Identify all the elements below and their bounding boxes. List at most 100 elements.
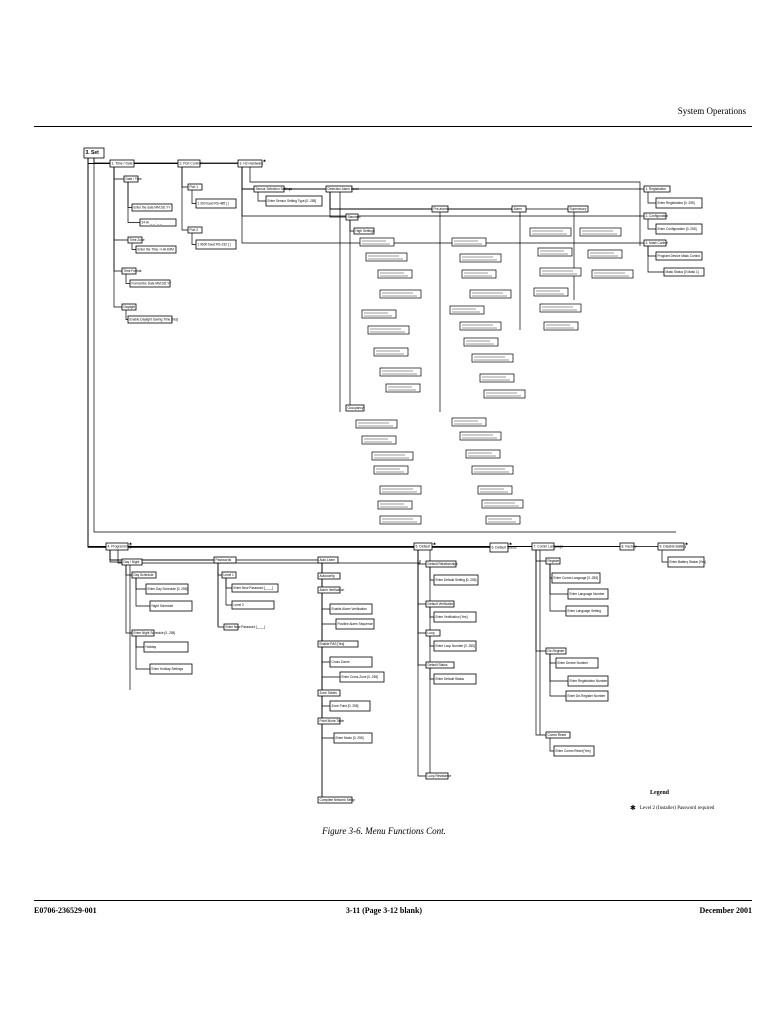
edge-alarmlvl-alarm	[329, 192, 512, 210]
detail-box	[471, 465, 514, 475]
footer-doc-number: E0706-236529-001	[34, 906, 97, 915]
menu-node-pwd3: Level 2	[231, 600, 275, 610]
edge-progreg-progreg1	[647, 192, 656, 204]
node-frame	[221, 571, 237, 579]
menu-node-cl3: Enter Language Number	[567, 588, 609, 600]
node-frame	[195, 239, 237, 250]
node-label: Default Relationships	[428, 562, 459, 566]
node-label: Enter Language Setting	[568, 609, 602, 613]
node-label: Alarm	[514, 207, 523, 211]
node-frame	[145, 583, 189, 595]
menu-node-cl4: Enter Language Setting	[565, 605, 609, 617]
node-label: Enter Language Number	[570, 592, 606, 596]
node-frame	[325, 185, 353, 193]
menu-node-allstd: Standard	[345, 213, 361, 221]
detail-box	[361, 309, 397, 319]
menu-node-autof: Cross Zones	[329, 656, 373, 668]
detail-box	[359, 237, 395, 247]
legend-item-label: Level 2 (Installer) Password required	[639, 805, 715, 811]
detail-box	[539, 303, 582, 313]
node-label: Cross Zones	[332, 660, 350, 664]
node-label: Enter Holiday Settings	[152, 667, 184, 671]
figure-caption: Figure 3-6. Menu Functions Cont.	[322, 826, 446, 836]
star-icon: ✱	[509, 542, 512, 546]
edge-cl1-cl4	[549, 564, 566, 612]
node-label: Enter Default Setting [0..255]	[436, 578, 477, 582]
node-label: Daylight	[124, 305, 136, 309]
node-frame	[565, 690, 609, 702]
detail-box	[451, 417, 487, 427]
node-frame	[329, 656, 373, 668]
edge-dayn-dayn4	[125, 565, 132, 634]
detail-box	[379, 289, 422, 299]
edge-default-def9	[417, 550, 426, 777]
menu-node-disable: 9. Disable Battery✱	[657, 542, 688, 551]
node-label: Time Zone	[130, 238, 145, 242]
node-frame	[643, 212, 667, 220]
node-frame	[565, 605, 609, 617]
edge-allstd-alloccup	[346, 220, 351, 409]
menu-node-programming: 4. Programming✱	[105, 542, 132, 551]
menu-node-cl6: Enter Device Number	[555, 657, 599, 669]
menu-node-pwd1: Level 1	[221, 571, 237, 579]
node-frame	[149, 663, 193, 675]
edge-progmask-progmask2	[647, 246, 664, 273]
node-label: Enter Cross Zone [0..255]	[342, 675, 379, 679]
edge-h2lh-progreg	[241, 167, 644, 190]
detail-box	[379, 515, 422, 525]
node-label: Autoconfig	[320, 574, 335, 578]
edge-allstd-allhigh	[349, 220, 354, 232]
edge-dayn1-dayn3	[135, 578, 150, 607]
footer-page: 3-11 (Page 3-12 blank)	[345, 906, 423, 915]
menu-node-def2: Enter Default Setting [0..255]	[433, 574, 479, 586]
node-label: 6. Default Status	[492, 546, 517, 550]
node-frame	[425, 629, 441, 637]
node-label: Night Schedule	[152, 604, 174, 608]
menu-node-h2lh: 3. H2 Hardware✱	[237, 159, 266, 168]
edge-cl5-cl8	[549, 654, 566, 697]
menu-node-cl8: Enter De-Register Number	[565, 690, 609, 702]
edge-sensors-sensors1	[257, 192, 266, 202]
menu-node-autoc: Enable Alarm Verification	[329, 603, 373, 615]
menu-node-defaultstatus: 6. Default Status✱	[489, 542, 517, 553]
node-label: 1. Time / Date	[112, 162, 133, 166]
header-rule	[34, 126, 752, 127]
node-label: Enter Registration Number	[570, 679, 609, 683]
menu-node-port2: Port 2	[187, 226, 203, 234]
node-frame	[131, 203, 173, 212]
node-label: Enter Mode [0..255]	[336, 736, 364, 740]
edge-progctl-progctl1	[647, 219, 656, 230]
node-frame	[195, 198, 237, 209]
node-label: 8. Factory	[622, 545, 637, 549]
footer-rule	[34, 900, 752, 901]
node-label: 3. H2 Hardware	[240, 162, 264, 166]
node-label: Comm Reset	[548, 733, 567, 737]
menu-node-pwd2: Enter New Password [____]	[231, 583, 279, 593]
node-frame	[83, 147, 105, 159]
star-icon: ✱	[433, 542, 436, 546]
node-label: Zone Tables	[320, 691, 338, 695]
node-frame	[643, 185, 671, 193]
menu-node-autob: Alarm Verification	[317, 586, 345, 594]
node-frame	[553, 745, 595, 757]
detail-box	[477, 485, 513, 495]
node-label: Passwords	[216, 558, 232, 562]
node-frame	[127, 315, 173, 324]
edge-default-def7	[417, 550, 426, 666]
menu-node-tdst1: Enable Daylight Saving Time [Yes]	[127, 315, 178, 324]
node-label: Level 2	[234, 603, 245, 607]
edge-programming-auto	[109, 550, 318, 561]
edge-h2lh-sensors	[241, 167, 254, 190]
node-label: Port 2	[190, 228, 199, 232]
edge-commlanguage-cl1	[535, 550, 546, 562]
detail-stubs	[355, 227, 634, 525]
menu-node-progmask2: Mask Status [0 Mask 1]	[663, 267, 705, 277]
node-label: Supervisory	[570, 207, 587, 211]
node-label: Enter Loop Number [0..255]	[436, 644, 475, 648]
edge-timedate-tfmt	[113, 167, 122, 272]
detail-box	[459, 321, 502, 331]
edge-tfmt-tfmt1	[125, 274, 130, 284]
node-frame	[345, 404, 365, 412]
edge-autoe-autof	[321, 647, 330, 663]
node-frame	[333, 732, 373, 744]
